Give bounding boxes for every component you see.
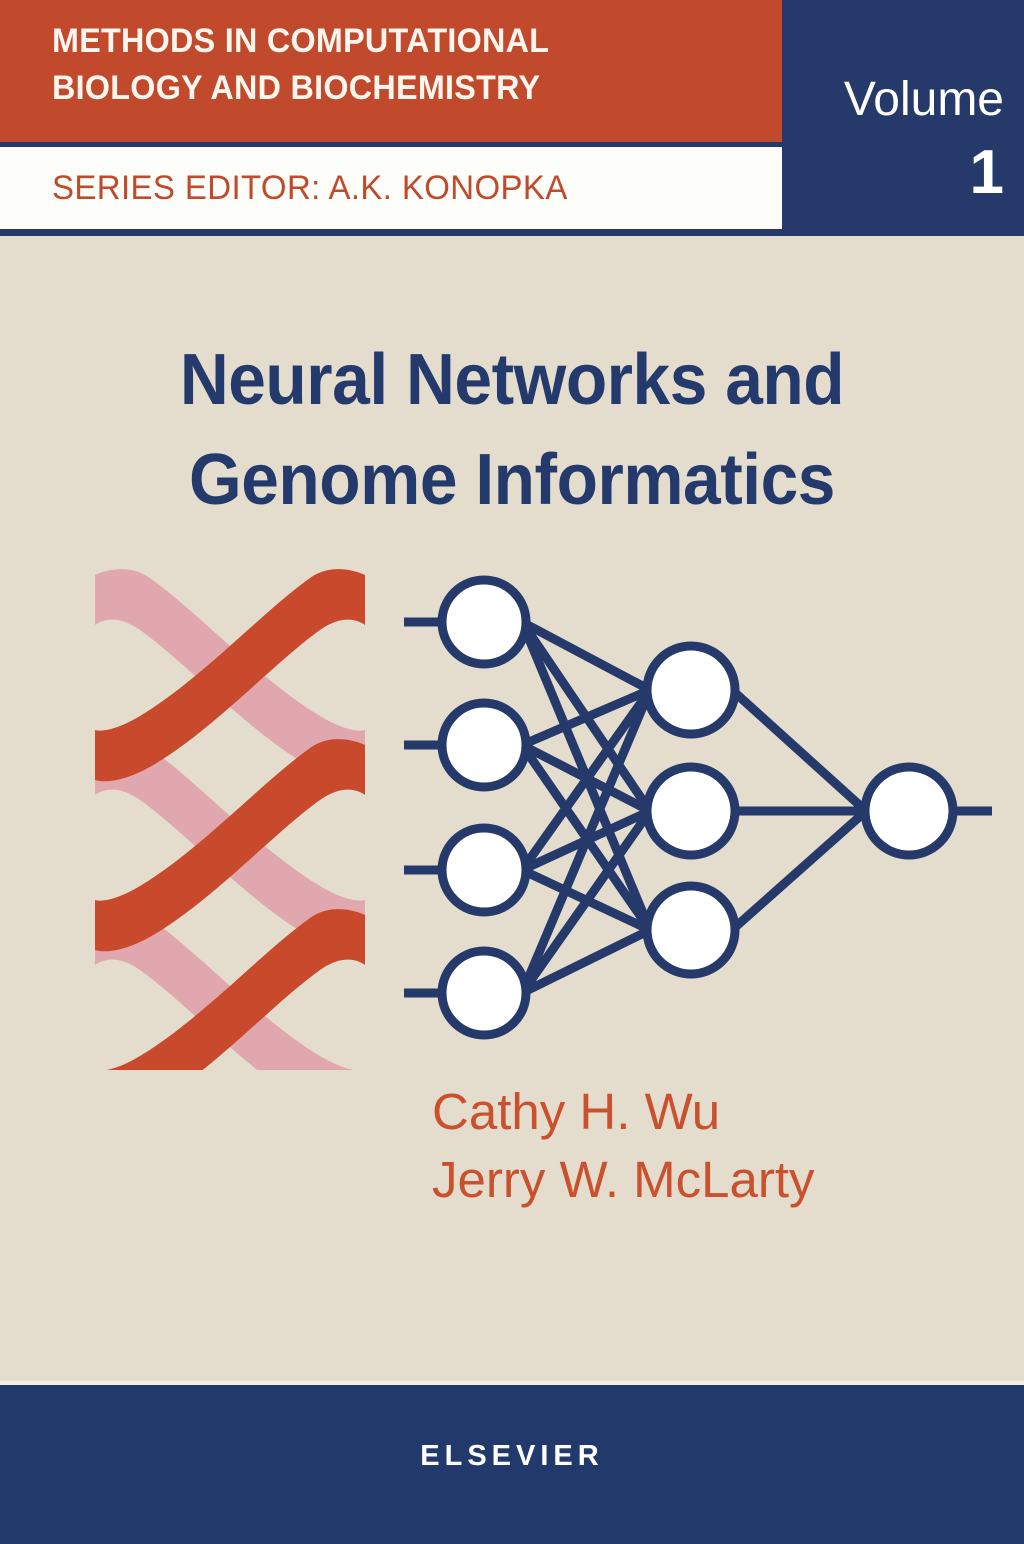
publisher-band xyxy=(0,1385,1024,1544)
author-name-2: Jerry W. McLarty xyxy=(432,1151,815,1208)
title-line-1: Neural Networks and xyxy=(179,340,845,420)
hidden-node-2 xyxy=(642,762,740,860)
input-node-4 xyxy=(437,946,531,1040)
volume-number: 1 xyxy=(969,138,1004,207)
title-line-2: Genome Informatics xyxy=(189,440,835,520)
page-title: Neural Networks and Genome Informatics xyxy=(0,330,1024,530)
elsevier-logo: ELSEVIER xyxy=(420,1440,604,1472)
dna-helix-icon xyxy=(95,569,365,1070)
author-name-1: Cathy H. Wu xyxy=(432,1083,721,1140)
footer-hairline xyxy=(0,1381,1024,1385)
input-node-3 xyxy=(437,823,531,917)
series-editor-text: SERIES EDITOR: A.K. KONOPKA xyxy=(52,168,568,207)
output-node-1 xyxy=(860,762,958,860)
hidden-node-1 xyxy=(642,641,740,739)
series-title-line-2: BIOLOGY AND BIOCHEMISTRY xyxy=(52,69,541,107)
cover-artwork xyxy=(0,530,1024,1070)
editor-band-bottom-rule xyxy=(0,229,782,236)
series-title-band: METHODS IN COMPUTATIONAL BIOLOGY AND BIO… xyxy=(0,0,782,142)
series-editor-band: SERIES EDITOR: A.K. KONOPKA xyxy=(0,147,782,229)
series-title-line-1: METHODS IN COMPUTATIONAL xyxy=(52,22,550,60)
neural-network-diagram xyxy=(404,575,992,1040)
input-node-2 xyxy=(437,698,531,792)
input-node-1 xyxy=(437,575,531,669)
hidden-node-3 xyxy=(642,881,740,979)
author-block: Cathy H. Wu Jerry W. McLarty xyxy=(432,1078,992,1214)
volume-label: Volume xyxy=(843,73,1004,126)
editor-band-top-rule xyxy=(0,142,782,147)
volume-panel: Volume 1 xyxy=(782,0,1024,236)
